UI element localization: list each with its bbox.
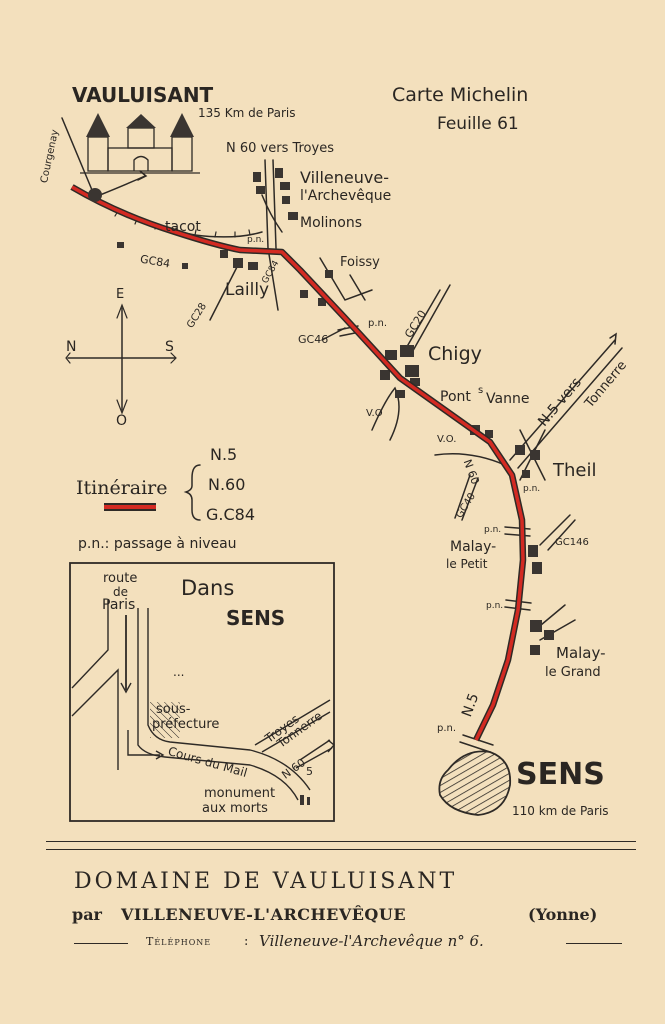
n5-tonnerre-road [509, 339, 616, 461]
compass-e: E [116, 287, 125, 302]
inset-paris-label: Paris [102, 597, 136, 613]
foissy-label: Foissy [340, 255, 380, 270]
vanne-label: Vanne [486, 391, 530, 407]
malay-petit-label-2: le Petit [446, 557, 488, 571]
sens-town-mark [438, 750, 512, 816]
legend-road-n60: N.60 [208, 475, 246, 494]
footer-dash-right [566, 943, 622, 944]
malay-grand-label-2: le Grand [545, 665, 601, 680]
inset-title-sens: SENS [226, 606, 286, 630]
feuille-number: Feuille 61 [437, 114, 519, 134]
gc20-road [404, 289, 441, 351]
footer-par: par [72, 905, 102, 924]
pn-theil-label: p.n. [523, 484, 541, 494]
pont-label: Pont [440, 389, 471, 405]
footer-yonne: (Yonne) [528, 905, 598, 924]
theil-label: Theil [553, 460, 597, 481]
inset-dots: ... [173, 665, 185, 679]
molinons-label: Molinons [300, 215, 363, 231]
inset-aux-morts-label: aux morts [202, 801, 268, 816]
legend-pn-note: p.n.: passage à niveau [78, 536, 237, 552]
legend-road-gc84: G.C84 [206, 505, 256, 524]
pn-grand-label: p.n. [486, 601, 504, 611]
pn-chigy-label: p.n. [368, 318, 388, 329]
carte-michelin: Carte Michelin [392, 84, 529, 106]
monument-mark [300, 795, 304, 805]
sens-label: SENS [516, 757, 605, 792]
footer-domaine: DOMAINE DE VAULUISANT [74, 869, 458, 894]
courgenay-road [61, 117, 93, 191]
footer-colon: : [244, 934, 249, 949]
legend-route-swatch [104, 505, 156, 509]
malay-petit-label-1: Malay- [450, 539, 497, 555]
n60-troyes-label: N 60 vers Troyes [226, 141, 334, 156]
inset-de-label: de [113, 585, 128, 599]
vauluisant-title: VAULUISANT [72, 83, 214, 107]
villeneuve-label: Villeneuve- [300, 168, 389, 187]
pn-top-label: p.n. [247, 235, 265, 245]
footer-telephone: Téléphone [146, 935, 212, 948]
gc46-label: GC46 [298, 333, 329, 346]
legend-road-n5: N.5 [210, 445, 238, 464]
archeveque-label: l'Archevêque [300, 188, 392, 204]
legend-itineraire: Itinéraire [76, 477, 168, 499]
inset-title-dans: Dans [181, 576, 235, 600]
sous-prefecture-block [150, 702, 180, 738]
chigy-label: Chigy [428, 343, 482, 365]
footer-rule-bottom [46, 849, 636, 850]
sens-distance-label: 110 km de Paris [512, 804, 609, 818]
inset-sous-label: sous- [156, 702, 191, 717]
pn-malay-label: p.n. [484, 525, 502, 535]
vo-road [371, 386, 400, 441]
malay-grand-label-1: Malay- [556, 644, 606, 662]
inset-monument-label: monument [204, 786, 276, 801]
itinerary-route [71, 185, 525, 741]
legend-bracket [183, 464, 201, 521]
compass-s: S [165, 339, 174, 355]
pn-sens-label: p.n. [437, 723, 457, 734]
castle-arrow [99, 175, 146, 196]
pont-sur-label: s [478, 385, 484, 396]
compass-cross [67, 307, 176, 411]
compass-o: O [116, 413, 128, 429]
footer-dash-left [74, 943, 128, 944]
inset-n5-label: 5 [306, 765, 313, 778]
vauluisant-dot [88, 188, 102, 202]
distance-from-paris: 135 Km de Paris [198, 106, 296, 120]
lailly-label: Lailly [225, 280, 270, 300]
footer-telephone-number: Villeneuve-l'Archevêque n° 6. [259, 932, 484, 950]
footer-villeneuve: VILLENEUVE-L'ARCHEVÊQUE [121, 905, 407, 924]
gc28-road [209, 264, 239, 321]
tacot-label: tacot [165, 219, 201, 235]
compass-n: N [66, 339, 77, 355]
gc146-label: GC146 [555, 537, 589, 548]
vo-label-2: V.O. [437, 434, 457, 445]
footer-rule-top [46, 841, 636, 842]
inset-route-label: route [103, 571, 138, 586]
inset-prefecture-label: préfecture [152, 717, 220, 732]
n60-road-north [264, 159, 279, 311]
inset-frame [69, 562, 335, 822]
vo-label-1: V.O [366, 408, 383, 419]
